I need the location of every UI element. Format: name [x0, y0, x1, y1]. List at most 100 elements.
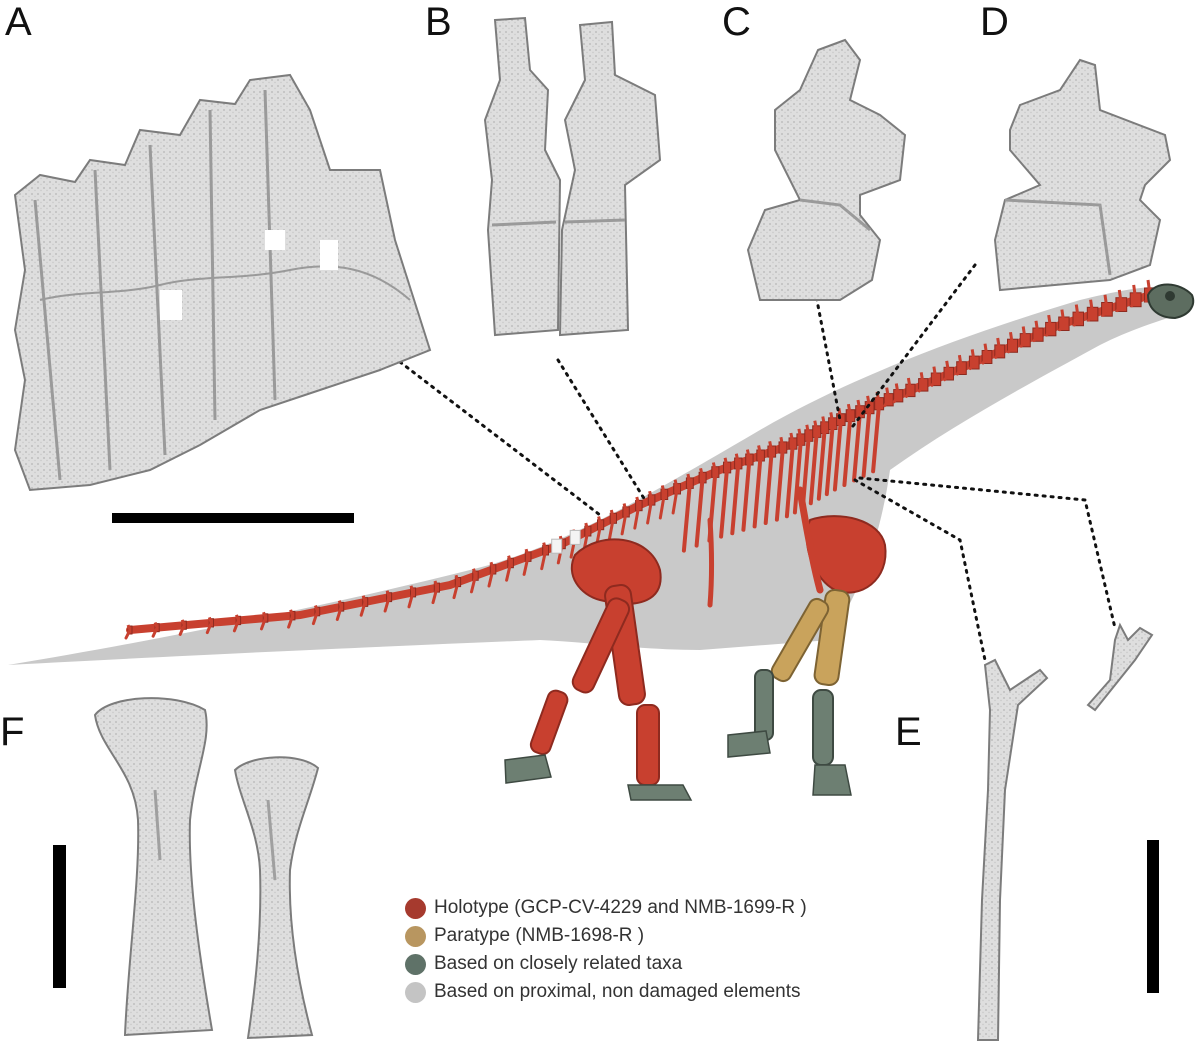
neural-spine [1060, 309, 1066, 324]
rib [752, 453, 763, 529]
chevron [968, 361, 976, 370]
neural-spine [1074, 304, 1080, 320]
rib [730, 461, 741, 536]
legend-item-paratype: Paratype (NMB-1698-R ) [405, 924, 807, 948]
chevron [1032, 333, 1040, 343]
neural-spine [919, 372, 925, 386]
chevron [470, 574, 477, 594]
legend-item-proximal-elements: Based on proximal, non damaged elements [405, 980, 807, 1004]
legend-item-related-taxa: Based on closely related taxa [405, 952, 807, 976]
rib [852, 409, 862, 483]
hind-limbs [504, 538, 693, 801]
legend-label-proximal-elements: Based on proximal, non damaged elements [434, 981, 801, 1002]
rib [792, 437, 803, 515]
legend-swatch-proximal-elements [405, 981, 426, 1003]
chevron [232, 618, 240, 633]
rib [694, 475, 705, 548]
chevron [994, 349, 1002, 359]
panel-e-cervical-rib [976, 622, 1154, 1041]
neural-spine [983, 343, 989, 358]
chevron [633, 504, 641, 530]
chevron [658, 492, 666, 520]
missing-vertebra [551, 538, 563, 554]
chevron [917, 383, 925, 393]
spine [126, 291, 1154, 634]
chevron [671, 487, 679, 515]
chevron [646, 498, 654, 525]
legend-item-holotype: Holotype (GCP-CV-4229 and NMB-1699-R ) [405, 896, 807, 920]
rib [842, 413, 853, 487]
rib [763, 449, 774, 525]
neural-spine [894, 383, 900, 396]
chevron [335, 605, 343, 621]
chevron [607, 516, 615, 542]
neural-spine [970, 349, 976, 363]
neural-spine [885, 387, 891, 400]
scale-bar-a [112, 513, 354, 523]
neural-spine [660, 485, 666, 495]
chevron [407, 590, 415, 609]
legend-swatch-related-taxa [405, 953, 426, 975]
legend-label-holotype: Holotype (GCP-CV-4229 and NMB-1699-R ) [434, 897, 807, 918]
neural-spine [957, 354, 963, 369]
chevron [1019, 338, 1027, 348]
legend-swatch-paratype [405, 925, 426, 947]
chevron [452, 580, 460, 600]
chevron [620, 510, 628, 536]
rib [861, 405, 872, 478]
rib [808, 429, 819, 506]
missing-vertebra [569, 529, 581, 545]
chevron [1072, 317, 1080, 327]
rib [871, 401, 882, 474]
chevron [943, 372, 951, 382]
panel-label-a: A [5, 0, 32, 44]
chevron [1101, 307, 1109, 317]
chevron [1007, 344, 1014, 354]
chevron [540, 548, 548, 571]
neural-spine [1047, 314, 1053, 330]
chevron [311, 610, 319, 626]
neural-spine [1089, 299, 1095, 315]
panel-label-e: E [895, 710, 922, 754]
legend-swatch-holotype [405, 897, 426, 919]
panel-d-vertebra [993, 58, 1172, 292]
neural-spine [945, 360, 951, 374]
chevron [151, 626, 159, 638]
chevron [260, 616, 267, 631]
neural-spine [1103, 294, 1109, 310]
legend-label-related-taxa: Based on closely related taxa [434, 953, 683, 974]
chevron [505, 561, 513, 582]
chevron [178, 623, 186, 636]
neural-spine [906, 377, 912, 391]
neural-spine [673, 479, 679, 490]
leader-lines [398, 263, 1117, 662]
chevron [359, 600, 367, 617]
panel-label-f: F [0, 710, 25, 754]
panel-f-limb-bones [93, 697, 320, 1040]
rib [774, 445, 785, 522]
chevron [904, 388, 912, 398]
rib [741, 457, 752, 532]
neural-spine [996, 337, 1002, 352]
chevron [955, 366, 963, 376]
panel-label-d: D [980, 0, 1009, 44]
scale-bars [53, 513, 1159, 993]
scale-bar-f [53, 845, 66, 988]
legend-label-paratype: Paratype (NMB-1698-R ) [434, 925, 645, 946]
legend: Holotype (GCP-CV-4229 and NMB-1699-R ) P… [405, 896, 807, 1008]
rib [824, 421, 835, 497]
rib [784, 441, 795, 519]
chevron [522, 555, 530, 576]
chevron [287, 614, 295, 629]
panel-a-vertebrae [13, 73, 432, 492]
skull [1146, 283, 1195, 320]
chevron [1045, 327, 1053, 337]
chevron [383, 595, 391, 613]
panel-c-vertebra [746, 38, 907, 301]
chevron [930, 377, 938, 387]
chevron [431, 586, 439, 605]
neural-spine [1021, 326, 1027, 341]
chevron [892, 394, 900, 404]
